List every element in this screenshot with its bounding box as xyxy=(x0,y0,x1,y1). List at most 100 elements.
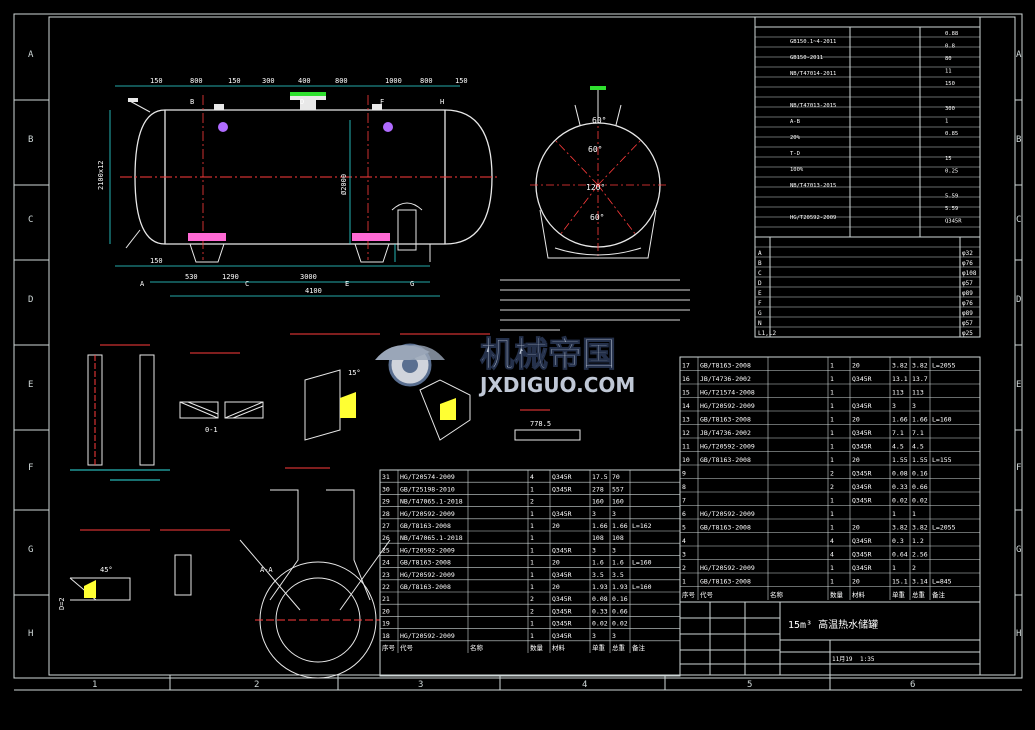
angle-label: 60° xyxy=(592,116,606,125)
table-cell: GB/T8163-2008 xyxy=(700,416,751,424)
spec-value: 20% xyxy=(790,135,801,141)
table-cell: 13.7 xyxy=(912,375,928,383)
table-cell: GB/T8163-2008 xyxy=(400,559,451,567)
end-view-angle-labels: 60°60°120°60° xyxy=(586,116,606,222)
detail-labels: A-A 0-1 D=2 45° 15° 778.5 xyxy=(58,369,551,610)
table-cell: 2 xyxy=(830,483,834,491)
table-cell: L=845 xyxy=(932,578,952,586)
dimension-label: 150 xyxy=(228,77,241,85)
nozzle-table-size: φ76 xyxy=(962,260,973,267)
table-cell: 2.56 xyxy=(912,551,928,559)
dimension-label: 1000 xyxy=(385,77,402,85)
weld-highlights xyxy=(84,392,456,598)
spec-value: 0.8 xyxy=(945,44,955,50)
table-cell: 1 xyxy=(830,456,834,464)
table-cell: 7.1 xyxy=(892,429,904,437)
nozzle-tag: A xyxy=(140,280,145,288)
table-cell: Q345R xyxy=(852,443,872,451)
table-cell: 1.93 xyxy=(592,583,608,591)
row-letter: E xyxy=(1016,380,1021,390)
dimension-label: 530 xyxy=(185,273,198,281)
svg-text:15°: 15° xyxy=(348,369,361,377)
spec-value: GB150.1~4-2011 xyxy=(790,39,836,45)
nozzle-tag: E xyxy=(345,280,349,288)
table-cell: 113 xyxy=(892,389,904,397)
table-cell: 160 xyxy=(612,498,624,506)
row-letter: G xyxy=(28,545,33,555)
nozzle-table-tag: L1,L2 xyxy=(758,330,776,337)
nozzle-table-tag: C xyxy=(758,270,762,277)
nozzle-table-tag: D xyxy=(758,280,762,287)
table-cell: Q345R xyxy=(552,473,572,481)
spec-value: 15 xyxy=(945,156,952,162)
table-cell: 2 xyxy=(530,607,534,615)
table-cell: 1 xyxy=(830,375,834,383)
spec-value: NB/T47014-2011 xyxy=(790,71,836,77)
table-cell: 1 xyxy=(530,485,534,493)
spec-value: NB/T47013-2015 xyxy=(790,103,836,109)
detail-title-underlines xyxy=(80,333,550,531)
table-cell: 20 xyxy=(552,522,560,530)
table-cell: 1 xyxy=(912,510,916,518)
table-cell: 0.64 xyxy=(892,551,908,559)
table-header: 序号 xyxy=(382,643,396,652)
watermark-title: 机械帝国 xyxy=(480,335,616,375)
table-header: 材料 xyxy=(552,643,566,652)
row-letter: E xyxy=(28,380,33,390)
row-letter: F xyxy=(1016,463,1021,473)
row-letter: B xyxy=(28,135,33,145)
table-header: 序号 xyxy=(682,590,696,599)
dimension-label: 400 xyxy=(298,77,311,85)
row-letter: H xyxy=(28,629,33,639)
table-cell: 28 xyxy=(382,510,390,518)
table-cell: Q345R xyxy=(852,537,872,545)
table-cell: 1 xyxy=(530,522,534,530)
row-letter: C xyxy=(28,215,33,225)
drawing-scale: 1:35 xyxy=(860,656,875,663)
dimension-label: 800 xyxy=(335,77,348,85)
table-cell: 1 xyxy=(830,362,834,370)
table-cell: 108 xyxy=(612,534,624,542)
detail-views xyxy=(69,354,581,679)
table-header: 数量 xyxy=(530,643,544,652)
table-cell: 1 xyxy=(830,443,834,451)
col-number: 4 xyxy=(582,680,587,690)
table-cell: 3.82 xyxy=(892,524,908,532)
table-cell: 17 xyxy=(682,362,690,370)
table-cell: 1 xyxy=(892,510,896,518)
table-header: 名称 xyxy=(470,643,484,652)
table-cell: 20 xyxy=(552,559,560,567)
table-cell: 23 xyxy=(382,571,390,579)
table-cell: HG/T20592-2009 xyxy=(700,402,755,410)
table-cell: 19 xyxy=(382,620,390,628)
table-cell: HG/T20592-2009 xyxy=(700,564,755,572)
spec-value: 0.85 xyxy=(945,131,958,137)
table-cell: HG/T20592-2009 xyxy=(400,546,455,554)
table-cell: 29 xyxy=(382,498,390,506)
table-cell: Q345R xyxy=(552,607,572,615)
table-cell: HG/T21574-2008 xyxy=(700,389,755,397)
table-cell: 1 xyxy=(892,564,896,572)
table-cell: 1 xyxy=(830,510,834,518)
table-cell: 1 xyxy=(830,524,834,532)
table-cell: 31 xyxy=(382,473,390,481)
table-cell: 0.66 xyxy=(912,483,928,491)
table-cell: 20 xyxy=(852,456,860,464)
table-cell: 3 xyxy=(892,402,896,410)
table-cell: 2 xyxy=(830,470,834,478)
row-letter: D xyxy=(1016,295,1021,305)
watermark-subtitle: JXDIGUO.COM xyxy=(478,373,635,397)
table-cell: 12 xyxy=(682,429,690,437)
row-letter: D xyxy=(28,295,33,305)
table-cell: 20 xyxy=(552,583,560,591)
svg-text:0-1: 0-1 xyxy=(205,426,218,434)
row-letter: C xyxy=(1016,215,1021,225)
table-cell: 10 xyxy=(682,456,690,464)
table-cell: 1.66 xyxy=(912,416,928,424)
table-cell: Q345R xyxy=(552,510,572,518)
table-cell: 70 xyxy=(612,473,620,481)
